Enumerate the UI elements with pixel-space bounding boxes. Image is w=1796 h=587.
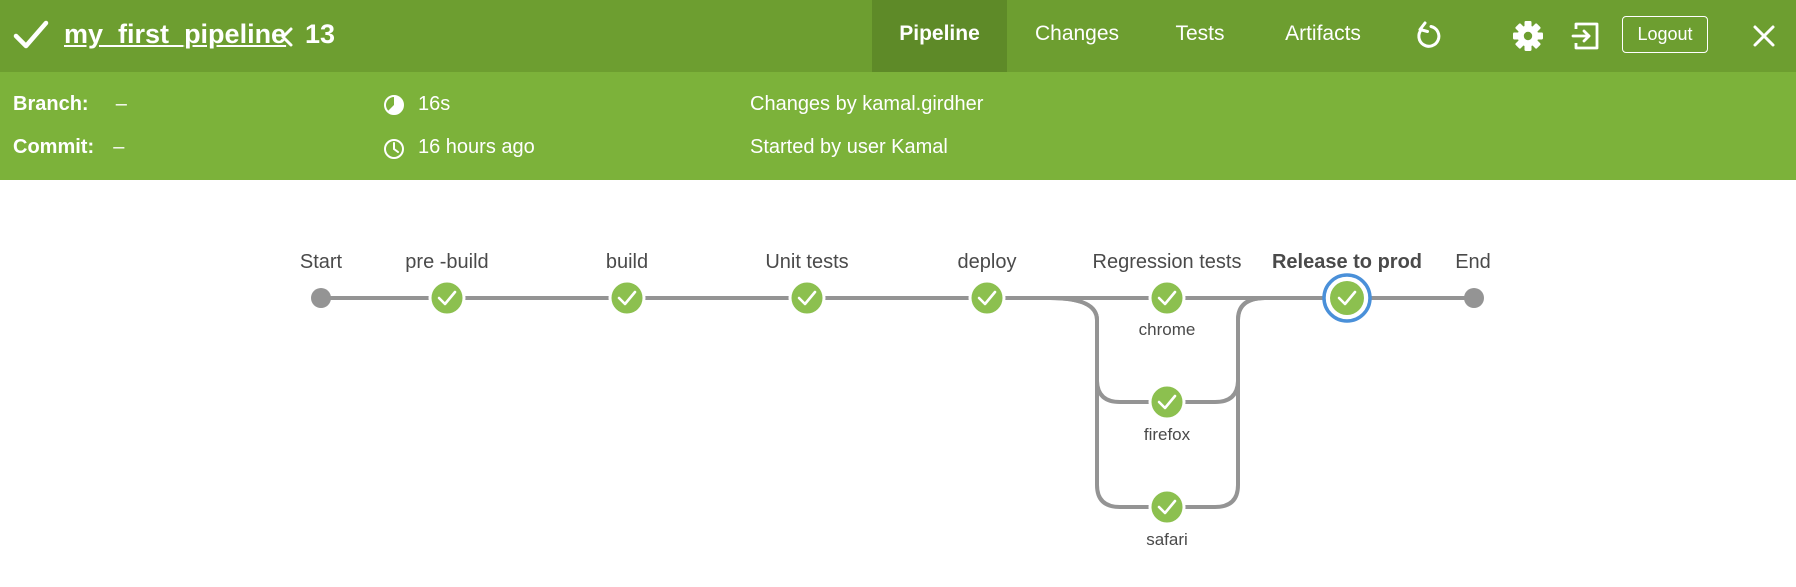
branch-label: Branch: [13, 93, 89, 115]
tab-changes[interactable]: Changes [1034, 22, 1120, 45]
open-classic-icon[interactable] [1571, 21, 1601, 51]
stage-label-deploy: deploy [958, 251, 1017, 273]
pipeline-graph-svg: Start pre -build build Unit tests deploy… [300, 251, 1491, 549]
check-icon [13, 20, 49, 49]
start-node [311, 288, 331, 308]
pipeline-graph: Start pre -build build Unit tests deploy… [0, 180, 1796, 582]
clock-icon [384, 139, 404, 159]
stage-label-pre-build: pre -build [405, 251, 488, 273]
stage-label-regression-tests: Regression tests [1093, 251, 1242, 273]
stage-node-build[interactable] [608, 279, 646, 317]
logout-button[interactable]: Logout [1622, 16, 1708, 53]
branch-node-safari[interactable] [1148, 488, 1186, 526]
run-number: 13 [305, 19, 336, 49]
duration-value: 16s [418, 93, 451, 115]
commit-label: Commit: [13, 136, 95, 158]
branch-node-firefox[interactable] [1148, 383, 1186, 421]
stage-node-release-to-prod[interactable] [1322, 273, 1372, 323]
top-bar: my_first_pipeline 13 Pipeline Changes Te… [0, 0, 1796, 72]
commit-row: Commit: – [13, 136, 124, 159]
duration-icon [384, 95, 404, 115]
stage-label-release-to-prod: Release to prod [1272, 251, 1422, 273]
run-details-bar: Branch: – Commit: – 16s 16 hours ago Cha… [0, 72, 1796, 180]
branch-label-safari: safari [1146, 530, 1188, 549]
started-by: Started by user Kamal [750, 136, 948, 158]
pipeline-name-link[interactable]: my_first_pipeline [64, 19, 287, 49]
branch-node-chrome[interactable] [1148, 279, 1186, 317]
tab-tests[interactable]: Tests [1175, 22, 1225, 45]
gear-icon[interactable] [1512, 20, 1544, 52]
stage-label-unit-tests: Unit tests [765, 251, 848, 273]
branch-value: – [115, 93, 127, 115]
tab-artifacts[interactable]: Artifacts [1285, 22, 1361, 45]
end-node [1464, 288, 1484, 308]
commit-value: – [113, 136, 125, 158]
close-icon[interactable] [1752, 24, 1776, 48]
start-label: Start [300, 251, 343, 273]
changes-by: Changes by kamal.girdher [750, 93, 984, 115]
start-time-ago: 16 hours ago [418, 136, 535, 158]
stage-node-pre-build[interactable] [428, 279, 466, 317]
rerun-icon[interactable] [1414, 20, 1444, 52]
tab-pipeline[interactable]: Pipeline [872, 0, 1007, 72]
branch-row: Branch: – [13, 93, 127, 116]
stage-node-unit-tests[interactable] [788, 279, 826, 317]
chevron-left-icon[interactable] [280, 26, 294, 48]
branch-label-firefox: firefox [1144, 425, 1191, 444]
stage-node-deploy[interactable] [968, 279, 1006, 317]
stage-label-build: build [606, 251, 648, 273]
branch-label-chrome: chrome [1139, 320, 1196, 339]
graph-edges [321, 296, 1474, 509]
end-label: End [1455, 251, 1491, 273]
